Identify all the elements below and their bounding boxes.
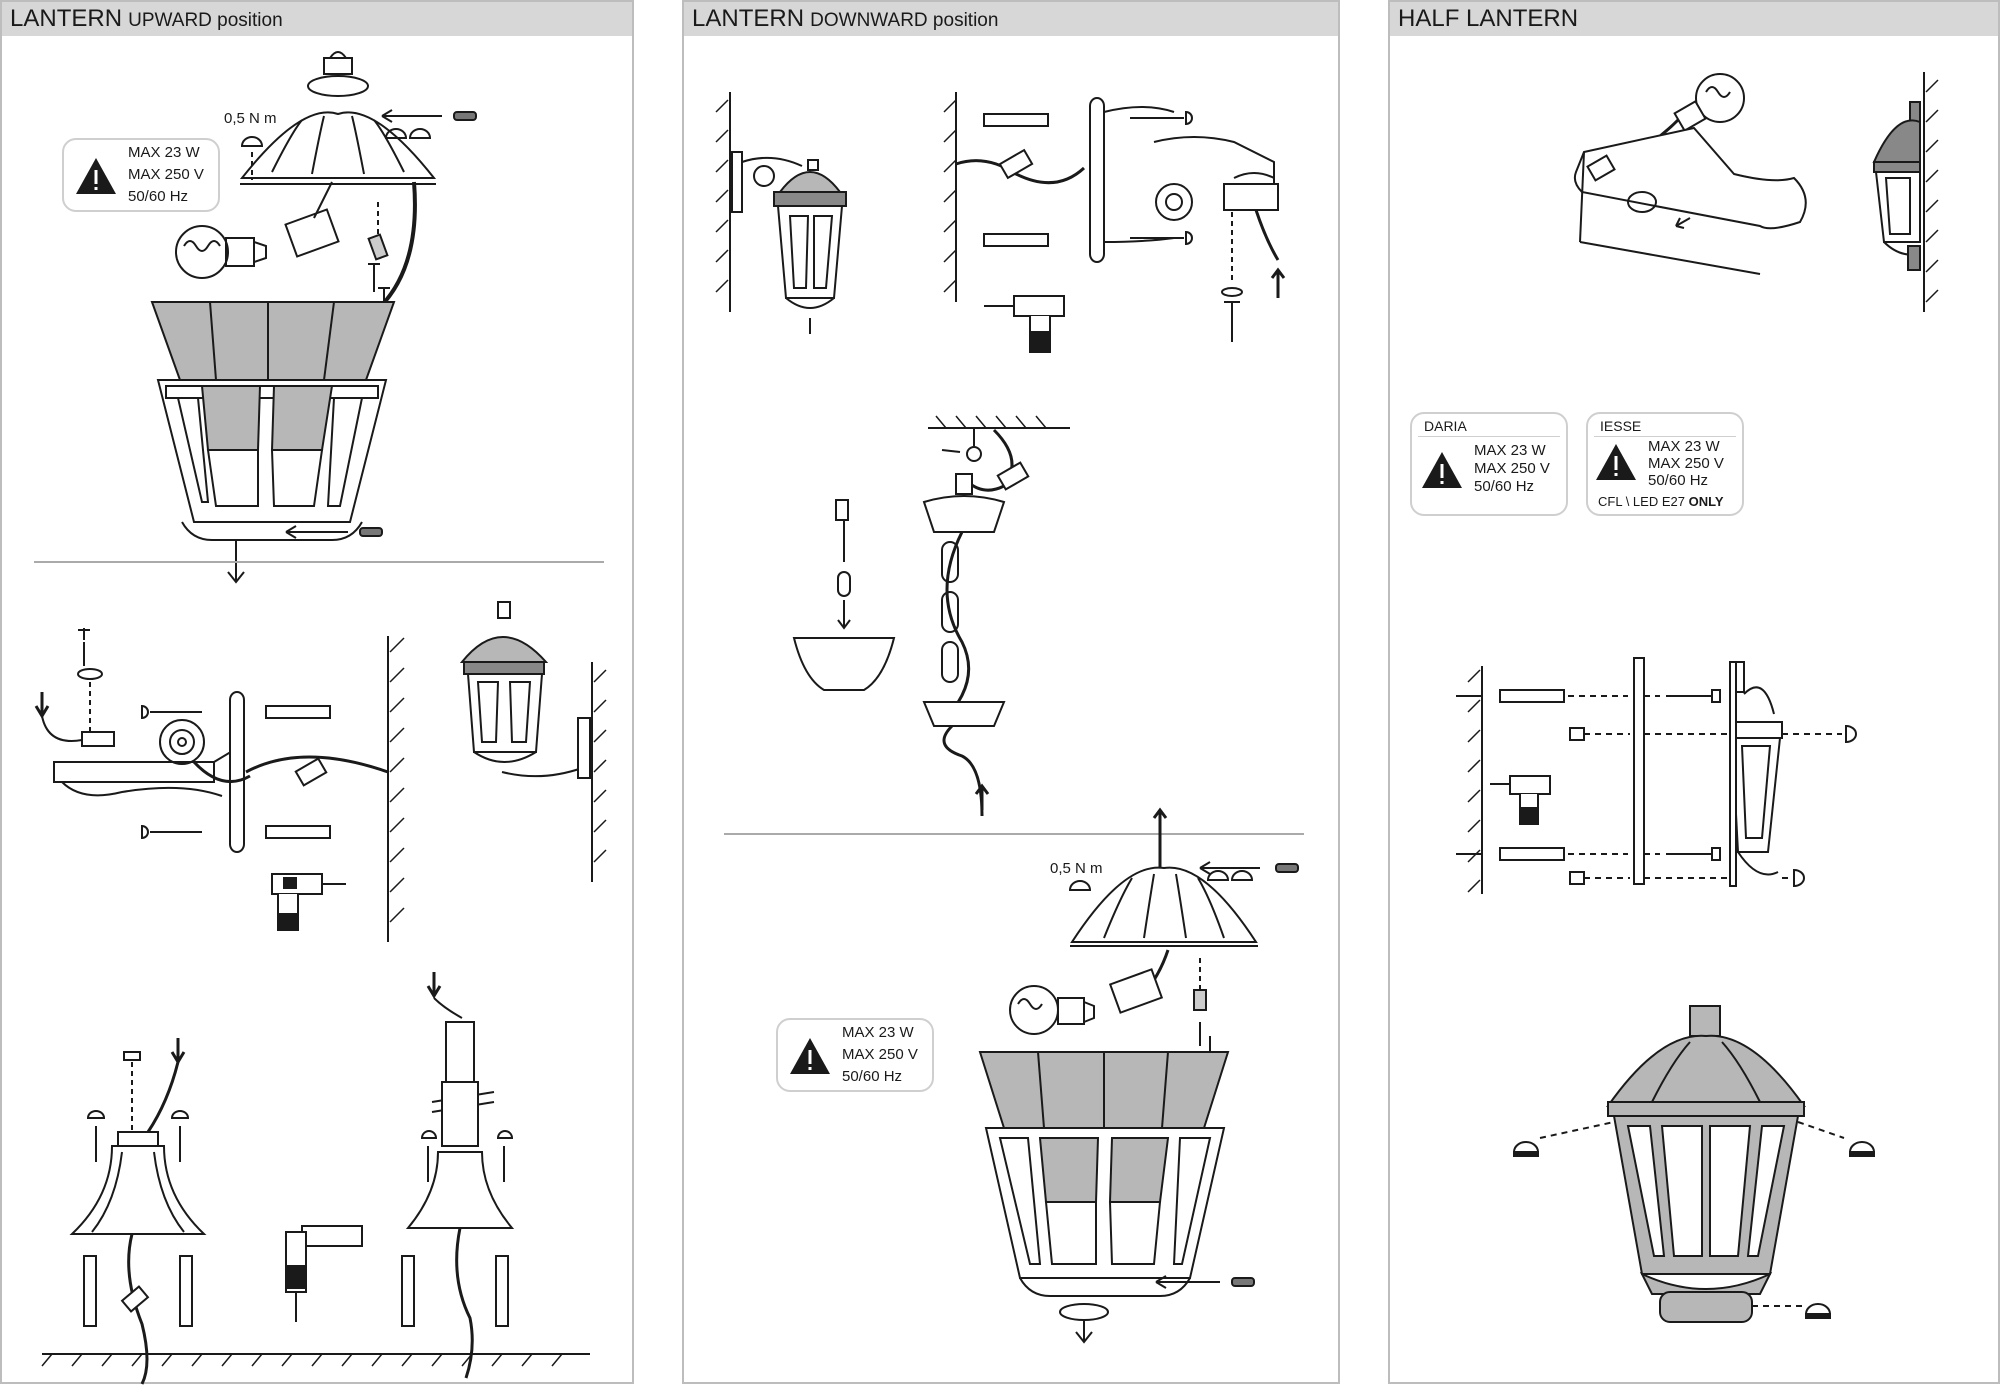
warning-volts: MAX 250 V (128, 166, 204, 183)
panel-title: HALF LANTERN (1390, 2, 1998, 36)
lantern-cap-icon (1070, 866, 1258, 947)
dome-cap-icon (240, 136, 264, 147)
panel-lantern-upward: LANTERN UPWARD position (0, 0, 634, 1385)
lantern-icon (731, 151, 847, 334)
daria-watts: MAX 23 W (1474, 442, 1546, 459)
iesse-label: IESSE (1600, 418, 1642, 434)
warning-triangle-icon (1422, 452, 1462, 488)
warning-box: MAX 23 W MAX 250 V 50/60 Hz (776, 1018, 934, 1092)
lantern-icon (459, 601, 591, 779)
daria-hz: 50/60 Hz (1474, 478, 1535, 495)
panel-lantern-downward: LANTERN DOWNWARD position (682, 0, 1340, 1384)
half-lantern-icon (1872, 101, 1921, 271)
warning-triangle-icon (1596, 444, 1636, 480)
wall-plug-icon (1499, 847, 1565, 861)
drill-icon (285, 1225, 363, 1322)
lantern-front-icon (1606, 1005, 1806, 1323)
warning-hz: 50/60 Hz (842, 1068, 903, 1085)
warning-triangle-icon (76, 158, 116, 194)
ground-mount-diagram (69, 1038, 207, 1385)
wall-plug-icon (265, 705, 331, 719)
cable-connector-icon (294, 757, 328, 787)
iesse-volts: MAX 250 V (1648, 455, 1724, 472)
screw-icon (141, 704, 202, 720)
dome-cap-icon (1793, 868, 1805, 888)
drill-icon (1490, 775, 1551, 825)
pole-mount-diagram (401, 972, 515, 1379)
warning-watts: MAX 23 W (842, 1024, 914, 1041)
torque-label: 0,5 N m (1050, 860, 1103, 877)
panel-title-main: LANTERN (692, 5, 805, 32)
iesse-warning-box: IESSE MAX 23 W MAX 250 V 50/60 Hz CFL \ … (1586, 412, 1744, 516)
iesse-watts: MAX 23 W (1648, 438, 1720, 455)
daria-volts: MAX 250 V (1474, 460, 1550, 477)
chain-icon (922, 473, 1006, 817)
iesse-note: CFL \ LED E27 (1598, 494, 1685, 509)
wall-plug-icon (983, 113, 1049, 127)
drill-icon (271, 873, 346, 931)
warning-watts: MAX 23 W (128, 144, 200, 161)
panel-half-lantern: HALF LANTERN (1388, 0, 2000, 1384)
torque-label: 0,5 N m (224, 110, 277, 127)
dome-cap-icon (408, 128, 432, 139)
bracket-plate-icon (1089, 97, 1105, 263)
wall-plug-icon (983, 233, 1049, 247)
screw-icon (141, 824, 202, 840)
warning-box: MAX 23 W MAX 250 V 50/60 Hz (62, 138, 220, 212)
dome-cap-icon (1845, 724, 1857, 744)
wall-plate-icon (1633, 657, 1645, 885)
bulb-icon (1673, 73, 1745, 133)
half-lantern-diagram (1456, 72, 1939, 1323)
daria-warning-box: DARIA MAX 23 W MAX 250 V 50/60 Hz (1410, 412, 1568, 516)
iesse-hz: 50/60 Hz (1648, 472, 1709, 489)
wall-plug-icon (1499, 689, 1565, 703)
warning-volts: MAX 250 V (842, 1046, 918, 1063)
upward-installation-diagram (34, 51, 607, 1385)
panel-title: LANTERN DOWNWARD position (684, 2, 1338, 36)
panel-title-main: HALF LANTERN (1398, 5, 1579, 32)
bulb-icon (175, 225, 267, 279)
bracket-icon (34, 628, 245, 853)
wall-plug-icon (265, 825, 331, 839)
warning-hz: 50/60 Hz (128, 188, 189, 205)
half-lantern-side-icon (1729, 661, 1783, 887)
panel-title-sub: UPWARD position (128, 10, 283, 31)
dome-cap-icon (384, 128, 408, 139)
lantern-body-icon (984, 1127, 1226, 1279)
iesse-note-bold: ONLY (1688, 494, 1724, 509)
drill-icon (984, 295, 1065, 353)
daria-label: DARIA (1424, 418, 1467, 434)
panel-title-sub: DOWNWARD position (810, 10, 999, 31)
warning-triangle-icon (790, 1038, 830, 1074)
lantern-cap-icon (239, 51, 437, 185)
downward-installation-diagram (715, 92, 1304, 1344)
panel-title: LANTERN UPWARD position (2, 2, 632, 36)
panel-title-main: LANTERN (10, 5, 123, 32)
bulb-icon (1009, 985, 1095, 1035)
